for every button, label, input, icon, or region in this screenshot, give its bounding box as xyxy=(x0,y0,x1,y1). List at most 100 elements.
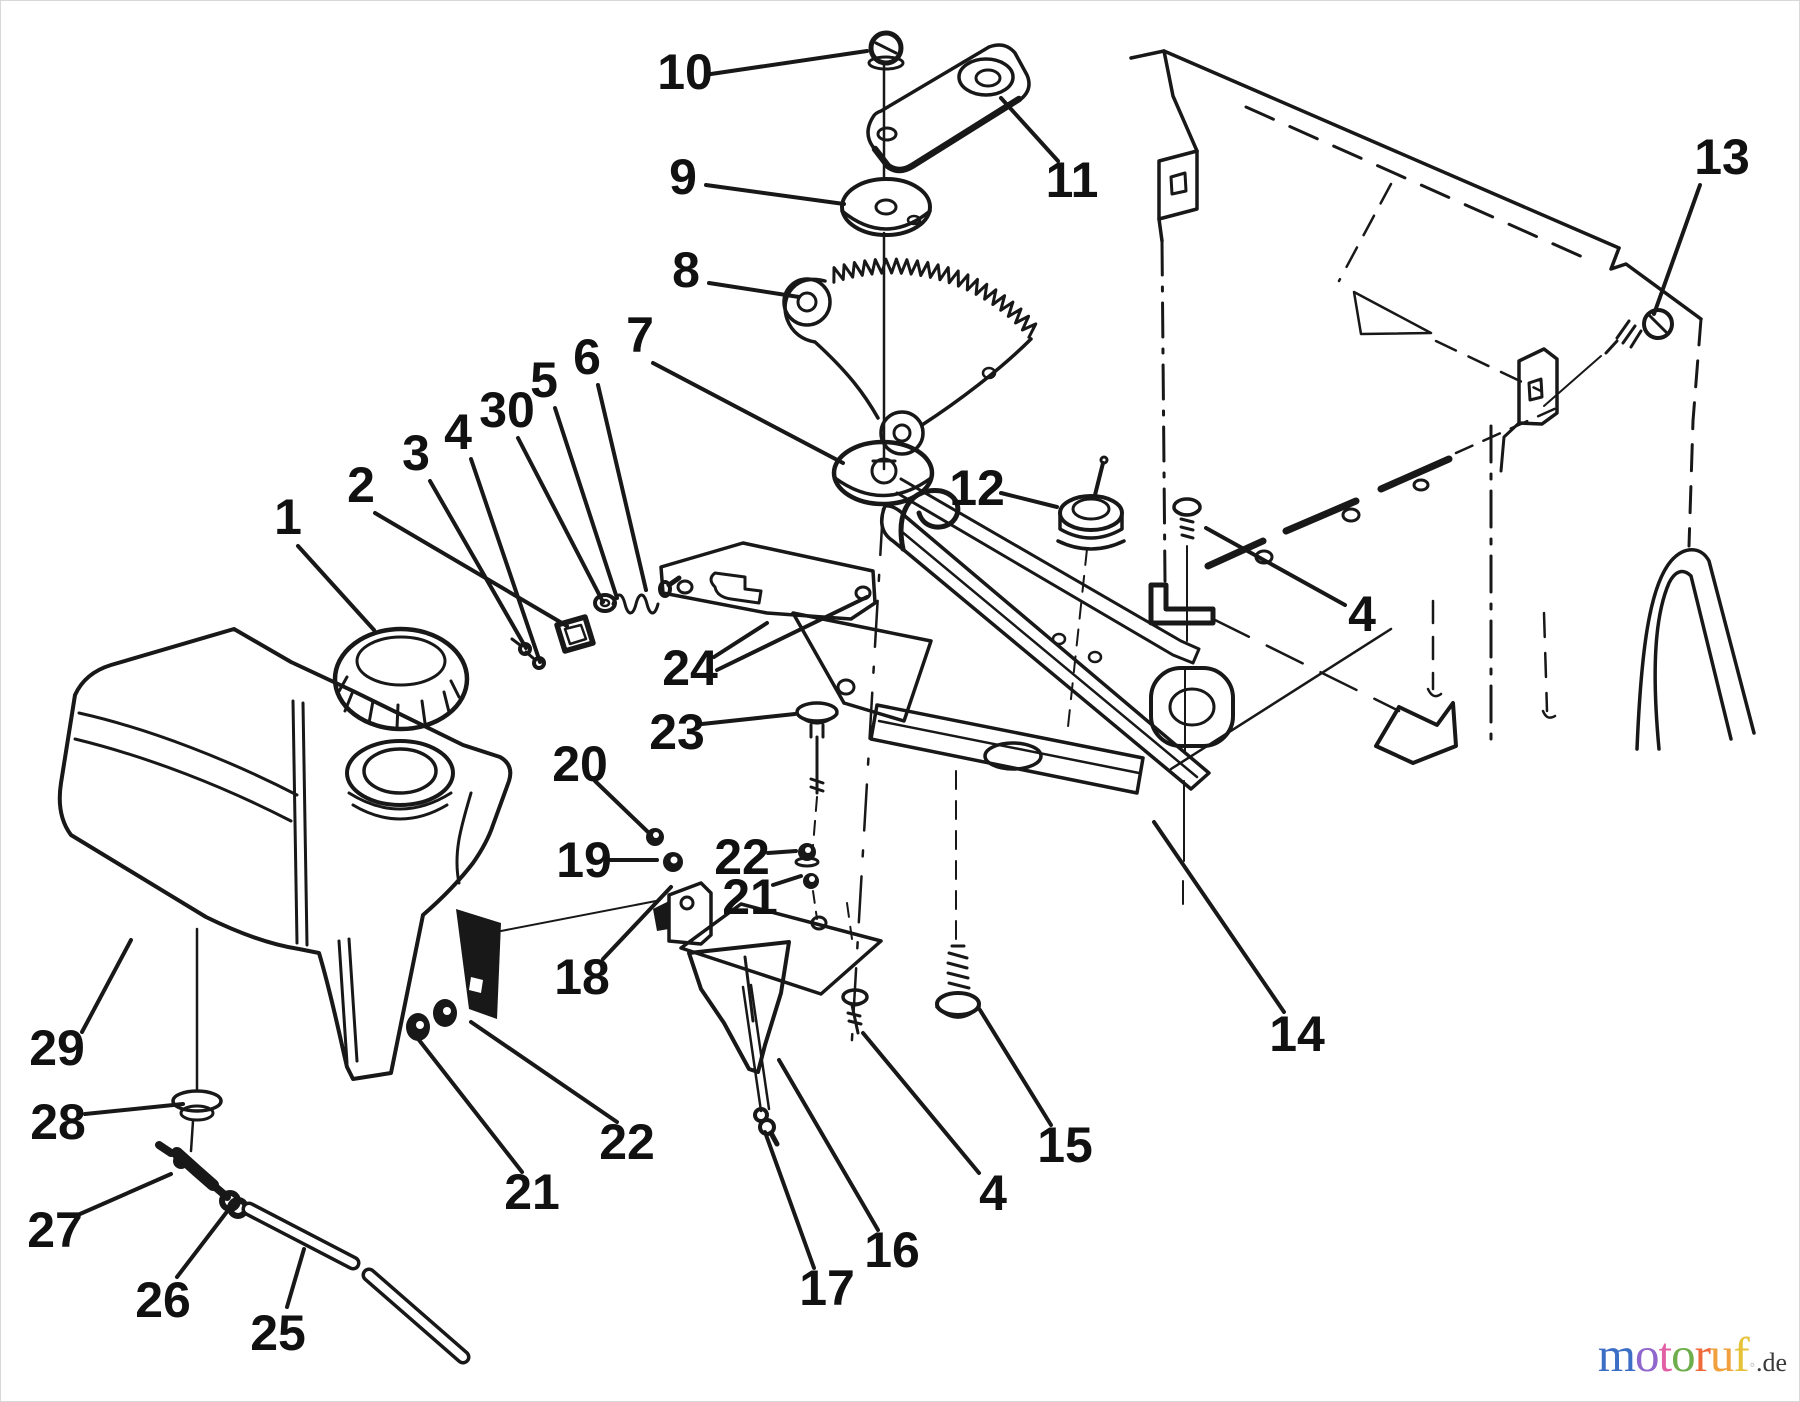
logo-letter-t-2: t xyxy=(1658,1327,1672,1382)
cap-top xyxy=(355,635,447,687)
callout-17: 17 xyxy=(799,1260,855,1316)
flange-hole-3 xyxy=(1412,478,1430,492)
callout-18: 18 xyxy=(554,949,610,1005)
frame-top-edge-hidden xyxy=(1244,105,1598,265)
callout-21: 21 xyxy=(722,869,778,925)
tank-seam-left xyxy=(291,699,309,947)
grommet-21-hole xyxy=(416,1021,424,1029)
callout-7-leader xyxy=(651,361,845,465)
callout-14: 14 xyxy=(1269,1006,1325,1062)
arm-bar xyxy=(879,504,1211,791)
callout-8: 8 xyxy=(672,242,700,298)
arm-hole-a xyxy=(1051,632,1067,646)
strap-slot xyxy=(469,977,483,993)
cap-ribs xyxy=(336,675,461,730)
callout-4-leader xyxy=(469,457,542,664)
callout-5-leader xyxy=(553,406,619,600)
hose-seg2-fill xyxy=(365,1271,467,1361)
logo-letter-f-6: f xyxy=(1733,1327,1749,1382)
screw-13-axis-hidden xyxy=(1542,611,1549,713)
pivot-bracket-24 xyxy=(659,541,933,723)
neck-inner xyxy=(362,747,438,795)
callout-23-leader xyxy=(700,712,797,726)
clip-2-inner xyxy=(563,623,588,646)
washer-9 xyxy=(840,177,932,237)
callout-13-leader xyxy=(1652,183,1702,316)
callout-20-leader xyxy=(593,779,651,835)
callout-4-leader xyxy=(1204,526,1347,607)
small-parts-cluster xyxy=(510,575,682,670)
gear-bottom-lobe xyxy=(879,410,925,456)
logo-letter-o-1: o xyxy=(1634,1327,1659,1382)
arm-strap xyxy=(869,703,1145,795)
frame-bottom-edge-hidden xyxy=(1211,617,1401,713)
pin-4-tail xyxy=(524,650,535,660)
callout-29-leader xyxy=(80,938,133,1034)
tank-crease-lines xyxy=(73,711,299,823)
control-lever-plate-11 xyxy=(866,43,1031,174)
flange-nut-10 xyxy=(867,30,905,71)
frame-flange-holes xyxy=(1204,404,1563,570)
tank-outline xyxy=(57,627,513,1081)
callout-26: 26 xyxy=(135,1272,191,1328)
grommet-12-axis xyxy=(1066,548,1088,737)
grommet-12-pin xyxy=(1093,461,1105,497)
bracket-16-fold xyxy=(743,955,755,1023)
mount-plate xyxy=(679,902,883,996)
callout-8-leader xyxy=(707,281,801,299)
bushing-30-hole xyxy=(599,598,611,608)
callout-18-leader xyxy=(601,885,673,961)
arm-end-loop xyxy=(1149,666,1235,748)
screw-4b-threads xyxy=(1172,507,1202,540)
bracket-24-lower-hole xyxy=(836,678,856,696)
tab-right-flange xyxy=(1499,421,1521,473)
screw-4b-axis xyxy=(1182,545,1188,905)
axis-22-21 xyxy=(812,890,818,920)
hose-seg1-fill xyxy=(245,1205,357,1267)
washer-7 xyxy=(831,439,935,507)
callout-24: 24 xyxy=(662,640,718,696)
callout-22: 22 xyxy=(599,1114,655,1170)
grommet-28-lower xyxy=(179,1104,215,1122)
bolt-23-neck xyxy=(795,712,839,739)
callout-10-leader xyxy=(709,49,869,76)
callout-17-leader xyxy=(763,1130,816,1270)
callout-12-leader xyxy=(999,491,1059,509)
spring-pin-6 xyxy=(658,580,672,598)
bracket-24-plate xyxy=(659,541,877,621)
callout-10: 10 xyxy=(657,44,713,100)
screw-13-head xyxy=(1642,308,1674,340)
callout-13: 13 xyxy=(1694,129,1750,185)
screw-13-slot xyxy=(1648,314,1668,334)
callout-30-leader xyxy=(516,436,605,604)
nut-10-body xyxy=(868,30,904,66)
nut-washer-22-21 xyxy=(794,843,820,920)
frame-fork xyxy=(1635,548,1756,751)
elbow-body xyxy=(171,1147,219,1191)
callout-4: 4 xyxy=(979,1165,1007,1221)
hex-bolt-15 xyxy=(935,770,981,1019)
frame-tab-left-hole xyxy=(1169,171,1188,196)
frame-topleft-notch xyxy=(1129,49,1199,153)
flange-hole-2 xyxy=(1341,507,1361,523)
washer-19-hole xyxy=(670,856,678,864)
callout-5: 5 xyxy=(530,352,558,408)
clip-flag xyxy=(653,901,669,931)
callout-26-leader xyxy=(175,1207,231,1279)
grommet-12-pin-head xyxy=(1099,455,1109,465)
callout-29: 29 xyxy=(29,1020,85,1076)
callout-20: 20 xyxy=(552,736,608,792)
callout-27-leader xyxy=(78,1172,173,1216)
lever-shaft-hole xyxy=(876,126,898,142)
shaft-centerline xyxy=(849,507,885,1058)
callout-24-leader-1 xyxy=(715,595,869,672)
tank-strap-bracket xyxy=(456,900,657,1019)
callout-21: 21 xyxy=(504,1164,560,1220)
gear-pivot-hole xyxy=(796,291,818,313)
clip-2 xyxy=(554,614,596,654)
flange-dashes xyxy=(1204,455,1453,570)
mount-plate-hole xyxy=(810,915,828,931)
screw-4-bottom xyxy=(841,902,869,1035)
